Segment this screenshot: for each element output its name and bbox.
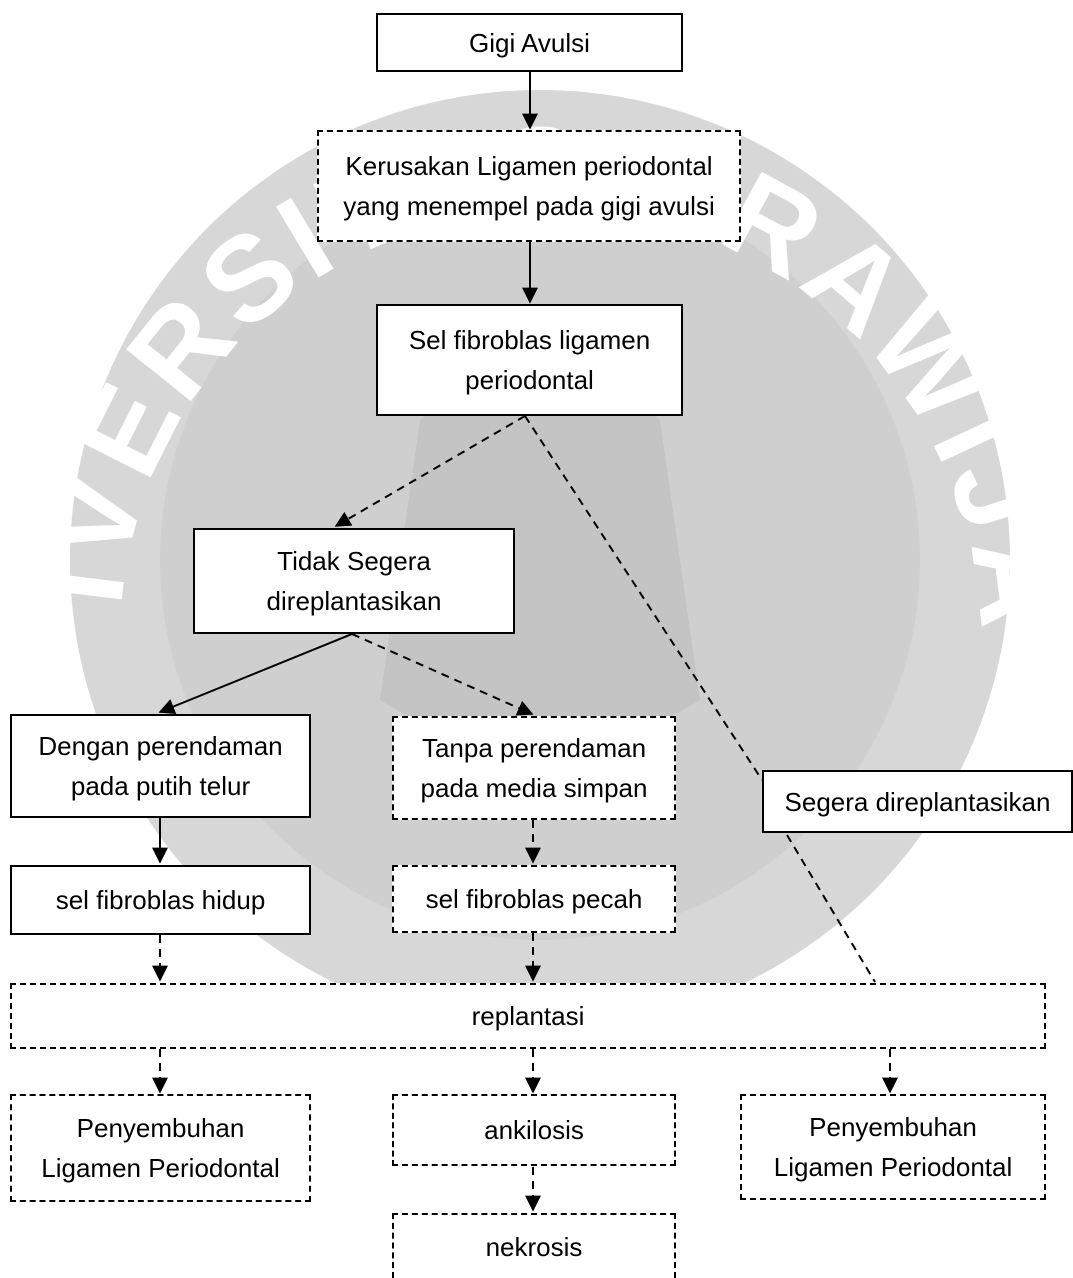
node-penyembuhan-left: Penyembuhan Ligamen Periodontal bbox=[10, 1094, 311, 1202]
edge-tidak-to-tanpa bbox=[351, 633, 534, 716]
node-tidak-segera: Tidak Segera direplantasikan bbox=[193, 528, 515, 634]
node-replantasi: replantasi bbox=[10, 983, 1046, 1049]
seal-emblem bbox=[380, 360, 700, 750]
node-gigi-avulsi-label: Gigi Avulsi bbox=[469, 27, 590, 58]
edge-sel-to-segera-upper bbox=[524, 415, 763, 781]
node-ankilosis: ankilosis bbox=[392, 1094, 676, 1166]
node-dengan-perendaman-label: Dengan perendaman pada putih telur bbox=[38, 731, 283, 801]
node-penyembuhan-left-label: Penyembuhan Ligamen Periodontal bbox=[41, 1113, 280, 1183]
node-ankilosis-label: ankilosis bbox=[484, 1115, 584, 1145]
edge-segera-to-replantasi bbox=[786, 834, 876, 983]
node-sel-fibroblas-ligamen-label: Sel fibroblas ligamen periodontal bbox=[408, 325, 651, 395]
node-penyembuhan-right-label: Penyembuhan Ligamen Periodontal bbox=[773, 1112, 1013, 1182]
node-penyembuhan-right: Penyembuhan Ligamen Periodontal bbox=[740, 1094, 1046, 1200]
node-segera-direplantasikan-label: Segera direplantasikan bbox=[784, 786, 1051, 817]
edge-tidak-to-dengan bbox=[158, 633, 353, 714]
node-tidak-segera-label: Tidak Segera direplantasikan bbox=[266, 546, 442, 616]
node-gigi-avulsi: Gigi Avulsi bbox=[376, 13, 683, 72]
node-sel-fibroblas-pecah-label: sel fibroblas pecah bbox=[425, 884, 643, 914]
node-sel-fibroblas-ligamen: Sel fibroblas ligamen periodontal bbox=[376, 304, 683, 416]
node-sel-fibroblas-hidup: sel fibroblas hidup bbox=[10, 865, 311, 935]
node-replantasi-label: replantasi bbox=[471, 1001, 585, 1031]
edge-sel-to-tidak-segera bbox=[334, 415, 526, 527]
node-sel-fibroblas-pecah: sel fibroblas pecah bbox=[392, 865, 676, 933]
node-segera-direplantasikan: Segera direplantasikan bbox=[762, 770, 1073, 833]
node-sel-fibroblas-hidup-label: sel fibroblas hidup bbox=[55, 885, 266, 915]
node-nekrosis: nekrosis bbox=[392, 1213, 676, 1278]
node-tanpa-perendaman: Tanpa perendaman pada media simpan bbox=[392, 716, 676, 820]
node-kerusakan-ligamen-label: Kerusakan Ligamen periodontal yang menem… bbox=[343, 151, 715, 221]
node-dengan-perendaman: Dengan perendaman pada putih telur bbox=[10, 714, 311, 818]
node-nekrosis-label: nekrosis bbox=[485, 1231, 583, 1262]
node-tanpa-perendaman-label: Tanpa perendaman pada media simpan bbox=[420, 733, 648, 803]
node-kerusakan-ligamen: Kerusakan Ligamen periodontal yang menem… bbox=[317, 130, 741, 242]
